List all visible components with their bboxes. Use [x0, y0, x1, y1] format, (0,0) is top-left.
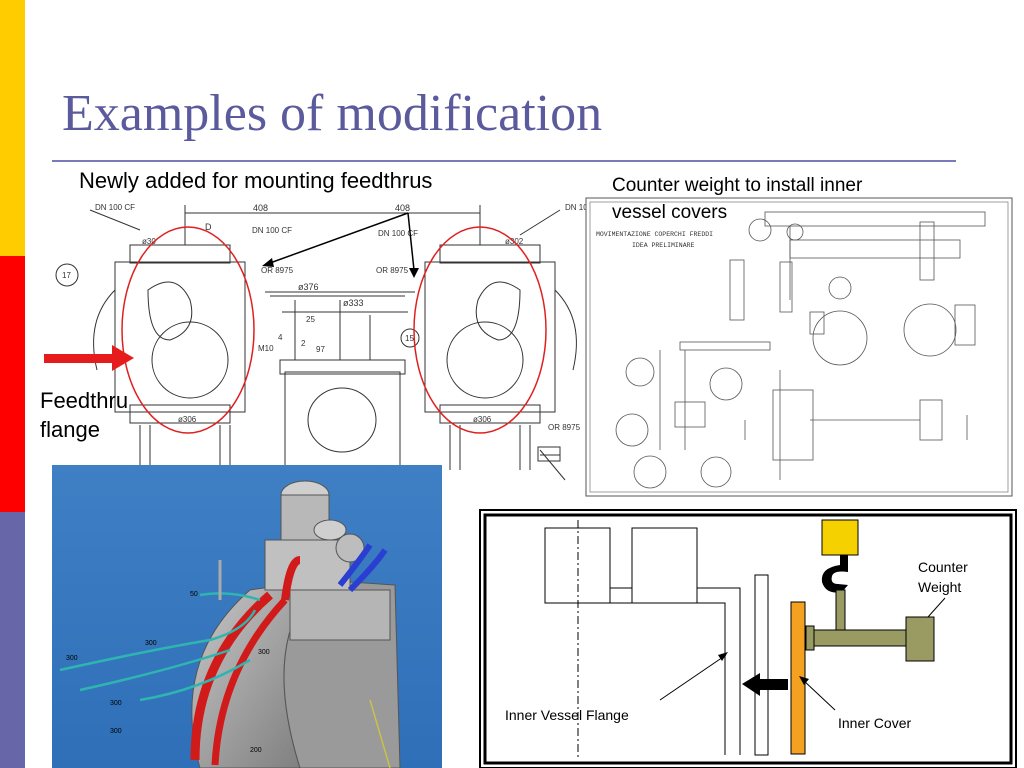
- label-17: 17: [62, 271, 71, 280]
- right-top-flange: [439, 244, 541, 264]
- slide-title: Examples of modification: [62, 85, 603, 142]
- counter-weight-arm: [811, 629, 913, 647]
- highlight-ellipse-right: [413, 226, 547, 434]
- label-dim-408-b: 408: [395, 203, 410, 213]
- label-d306-b: ø306: [473, 415, 492, 424]
- callout-17: [55, 263, 79, 287]
- render-label-200: 200: [250, 747, 262, 754]
- render-label-300-e: 300: [110, 728, 122, 735]
- feedthru-label-line2: flange: [40, 417, 100, 442]
- right-port-circle: [446, 321, 524, 399]
- label-or-8975-b: OR 8975: [376, 266, 409, 275]
- render-label-300-c: 300: [258, 649, 270, 656]
- crane-hook: [821, 555, 848, 593]
- install-direction-arrow: [742, 673, 788, 696]
- right-chamber-body: [424, 261, 556, 413]
- label-25: 25: [306, 315, 315, 324]
- pointer-arrow-right: [407, 212, 415, 271]
- feedthru-arrow: [44, 354, 116, 363]
- label-or-8975-a: OR 8975: [261, 266, 294, 275]
- label-2: 2: [301, 339, 306, 348]
- sketch-frame: [585, 197, 1013, 497]
- pointer-arrow-left: [269, 212, 409, 264]
- right-side-flange-arc: [554, 289, 577, 371]
- label-counter-weight-line1: Counter: [918, 559, 968, 575]
- label-inner-vessel-flange: Inner Vessel Flange: [505, 707, 629, 723]
- render-label-300-a: 300: [145, 640, 157, 647]
- label-dn100-mid2: DN 100 CF: [378, 229, 418, 238]
- render-label-300-b: 300: [66, 655, 78, 662]
- label-dn100-right: DN 10: [565, 203, 588, 212]
- center-port: [307, 387, 377, 453]
- left-chamber-body: [114, 261, 246, 413]
- label-m10: M10: [258, 344, 274, 353]
- crane-hook-block: [821, 519, 859, 556]
- label-15: 15: [405, 334, 414, 343]
- label-97: 97: [316, 345, 325, 354]
- label-inner-cover: Inner Cover: [838, 715, 911, 731]
- label-dn100-left: DN 100 CF: [95, 203, 135, 212]
- label-or-8975-c: OR 8975: [548, 423, 581, 432]
- hanger-rod: [835, 589, 846, 631]
- schematic-frame-outer: [479, 509, 1017, 768]
- feedthru-label-line1: Feedthru: [40, 388, 129, 413]
- sketch-header-line2: IDEA PRELIMINARE: [632, 242, 695, 249]
- label-dim-408-a: 408: [253, 203, 268, 213]
- accent-bar-blue: [0, 512, 25, 768]
- label-d333: ø333: [343, 298, 364, 308]
- label-d376: ø376: [298, 282, 319, 292]
- left-bottom-flange: [129, 404, 231, 424]
- label-d-letter: D: [205, 222, 212, 232]
- counter-weight-note-line2: vessel covers: [612, 202, 728, 223]
- render-label-300-d: 300: [110, 700, 122, 707]
- inner-vessel-wall: [754, 574, 769, 756]
- counter-weight-mass: [905, 616, 935, 662]
- accent-bar-red: [0, 256, 25, 512]
- teal-tubes: [59, 609, 257, 672]
- accent-bar-yellow: [0, 0, 25, 256]
- schematic-frame-inner: [483, 513, 1013, 765]
- render-label-50: 50: [190, 591, 198, 598]
- newly-added-label: Newly added for mounting feedthrus: [79, 168, 433, 193]
- label-4: 4: [278, 333, 283, 342]
- label-d30: ø30: [142, 237, 156, 246]
- label-dn100-mid: DN 100 CF: [252, 226, 292, 235]
- counter-weight-note-line1: Counter weight to install inner: [612, 175, 863, 196]
- right-bottom-flange: [439, 404, 541, 424]
- label-d306-a: ø306: [178, 415, 197, 424]
- left-top-flange: [129, 244, 231, 264]
- blue-cable: [337, 543, 373, 587]
- callout-15: [400, 328, 420, 348]
- title-rule: [52, 160, 956, 162]
- label-counter-weight-line2: Weight: [918, 579, 961, 595]
- sketch-header-line1: MOVIMENTAZIONE COPERCHI FREDDI: [596, 231, 713, 238]
- left-port-oval: [147, 281, 193, 341]
- highlight-ellipse-left: [121, 226, 255, 434]
